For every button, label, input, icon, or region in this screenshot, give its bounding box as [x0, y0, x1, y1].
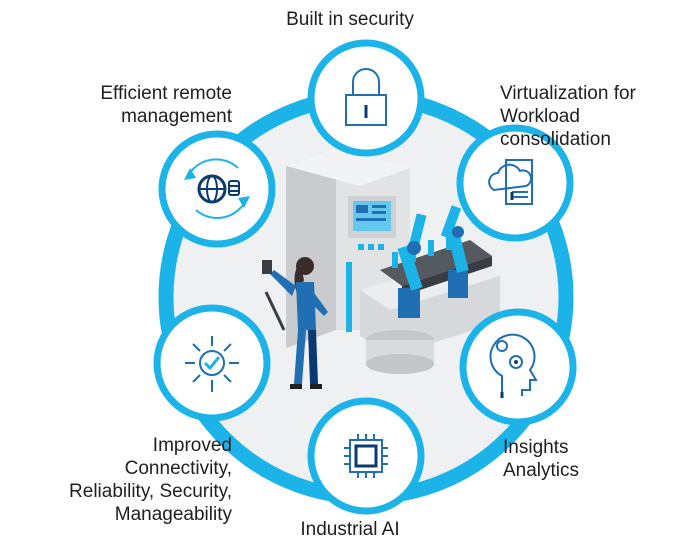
- node-circle-ai: [307, 397, 425, 515]
- label-built-in-security: Built in security: [286, 9, 414, 30]
- head-gears-icon: [489, 333, 538, 398]
- padlock-icon: [345, 68, 387, 126]
- check-arrows-icon: [185, 336, 239, 392]
- label-insights-analytics: Insights Analytics: [503, 437, 580, 481]
- cloud-document-icon: [488, 159, 533, 205]
- node-circle-connectivity: [153, 304, 271, 422]
- label-industrial-ai: Industrial AI: [300, 519, 400, 540]
- label-remote-management: Efficient remote management: [100, 83, 232, 127]
- label-virtualization: Virtualization for Workload consolidatio…: [500, 83, 636, 150]
- factory-illustration: [262, 148, 500, 389]
- globe-database-sync-icon: [184, 158, 250, 220]
- node-circle-security: [307, 39, 425, 157]
- node-circle-virtualization: [456, 124, 574, 242]
- chip-icon: [344, 434, 388, 478]
- label-improved-connectivity: Improved Connectivity, Reliability, Secu…: [69, 435, 232, 525]
